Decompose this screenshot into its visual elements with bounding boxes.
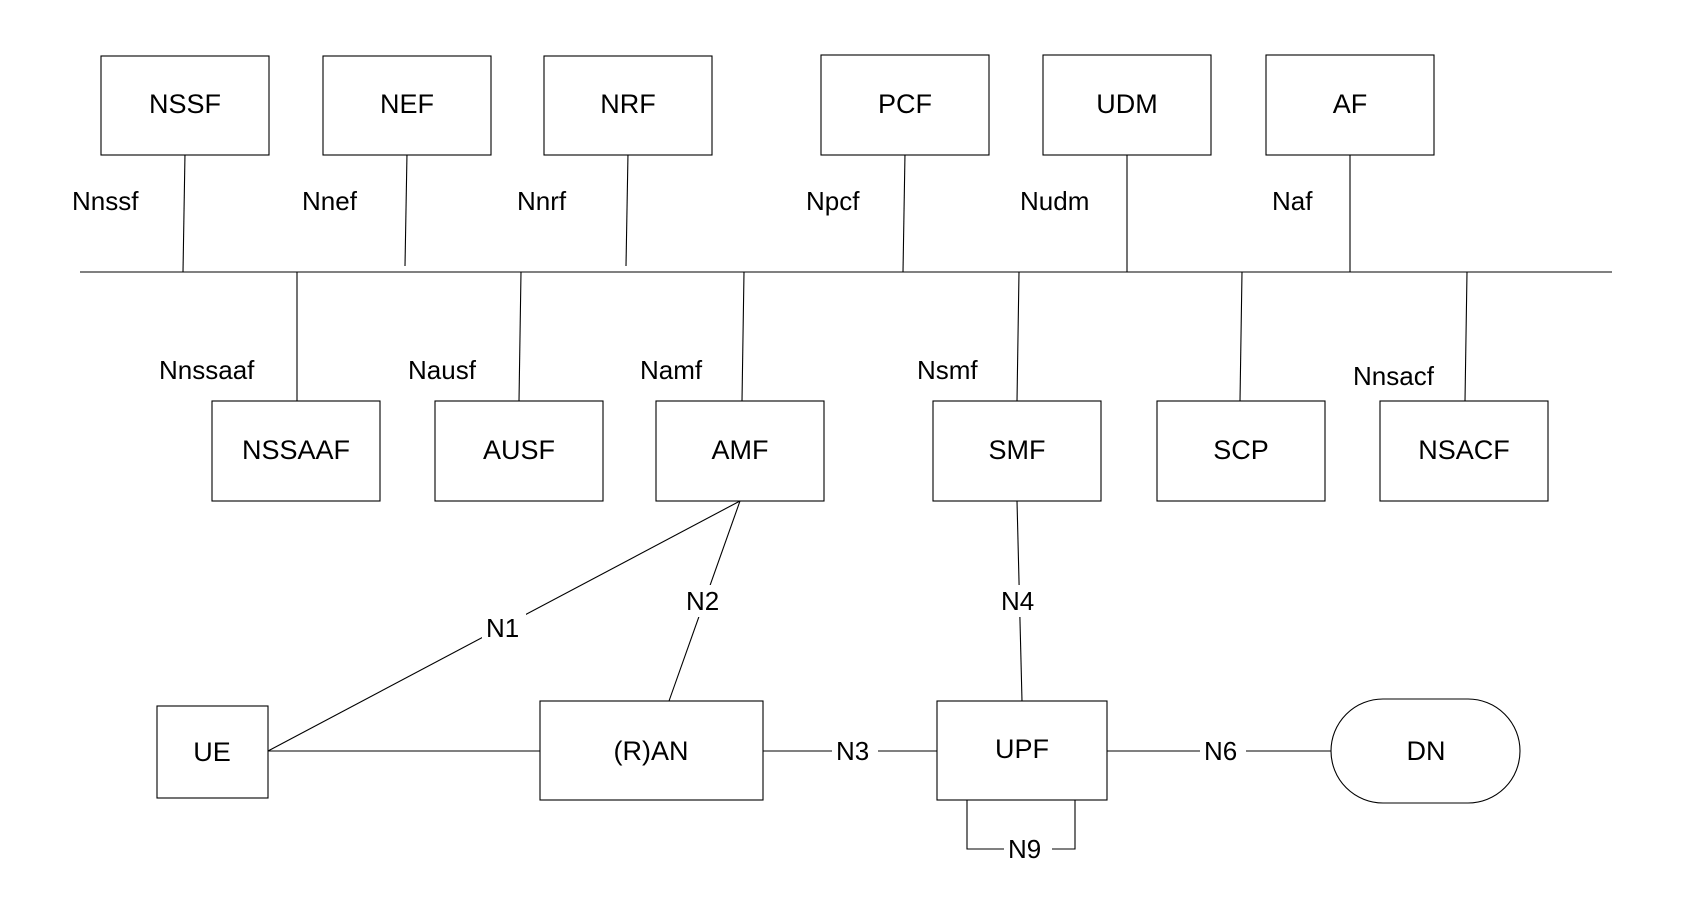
ausf-label: AUSF (483, 435, 555, 465)
ran-label: (R)AN (614, 736, 689, 766)
ue-label: UE (193, 737, 231, 767)
ausf-box: AUSF (434, 400, 604, 502)
nrf-connector (625, 152, 629, 267)
nausf-label: Nausf (408, 355, 477, 385)
pcf-connector (902, 152, 906, 273)
nssf-connector (182, 152, 186, 273)
udm-label: UDM (1096, 89, 1158, 119)
nsacf-label: NSACF (1418, 435, 1510, 465)
nef-box: NEF (322, 55, 492, 156)
nnssf-label: Nnssf (72, 186, 139, 216)
ausf-connector (518, 271, 522, 402)
smf-label: SMF (989, 435, 1046, 465)
n2-label: N2 (686, 586, 719, 616)
nef-label: NEF (380, 89, 434, 119)
amf-box: AMF (655, 400, 825, 502)
n3-label: N3 (836, 736, 869, 766)
nssf-box: NSSF (100, 55, 270, 156)
upf-label: UPF (995, 734, 1049, 764)
namf-label: Namf (640, 355, 703, 385)
nrf-box: NRF (543, 55, 713, 156)
n9-label: N9 (1008, 834, 1041, 864)
nsmf-label: Nsmf (917, 355, 978, 385)
pcf-box: PCF (820, 54, 990, 156)
smf-connector (1016, 271, 1020, 402)
nnef-label: Nnef (302, 186, 358, 216)
nsacf-box: NSACF (1379, 400, 1549, 502)
nssf-label: NSSF (149, 89, 221, 119)
amf-label: AMF (712, 435, 769, 465)
nef-connector (404, 152, 408, 267)
n1-label: N1 (486, 613, 519, 643)
nnsacf-label: Nnsacf (1353, 361, 1435, 391)
dn-node: DN (1330, 698, 1521, 804)
dn-label: DN (1407, 736, 1446, 766)
scp-connector (1239, 271, 1243, 402)
scp-box: SCP (1156, 400, 1326, 502)
nnssaaf-label: Nnssaaf (159, 355, 255, 385)
nsacf-connector (1464, 271, 1468, 402)
nssaaf-label: NSSAAF (242, 435, 350, 465)
nnrf-label: Nnrf (517, 186, 567, 216)
nrf-label: NRF (600, 89, 656, 119)
smf-box: SMF (932, 400, 1102, 502)
ran-box: (R)AN (539, 700, 764, 801)
udm-box: UDM (1042, 54, 1212, 156)
upf-box: UPF (936, 700, 1108, 801)
scp-label: SCP (1213, 435, 1269, 465)
n4-label: N4 (1001, 586, 1034, 616)
nudm-label: Nudm (1020, 186, 1089, 216)
af-box: AF (1265, 54, 1435, 156)
npcf-label: Npcf (806, 186, 860, 216)
ue-box: UE (156, 705, 269, 799)
naf-label: Naf (1272, 186, 1313, 216)
pcf-label: PCF (878, 89, 932, 119)
amf-connector (741, 271, 745, 402)
af-label: AF (1333, 89, 1368, 119)
n6-label: N6 (1204, 736, 1237, 766)
nssaaf-box: NSSAAF (211, 400, 381, 502)
